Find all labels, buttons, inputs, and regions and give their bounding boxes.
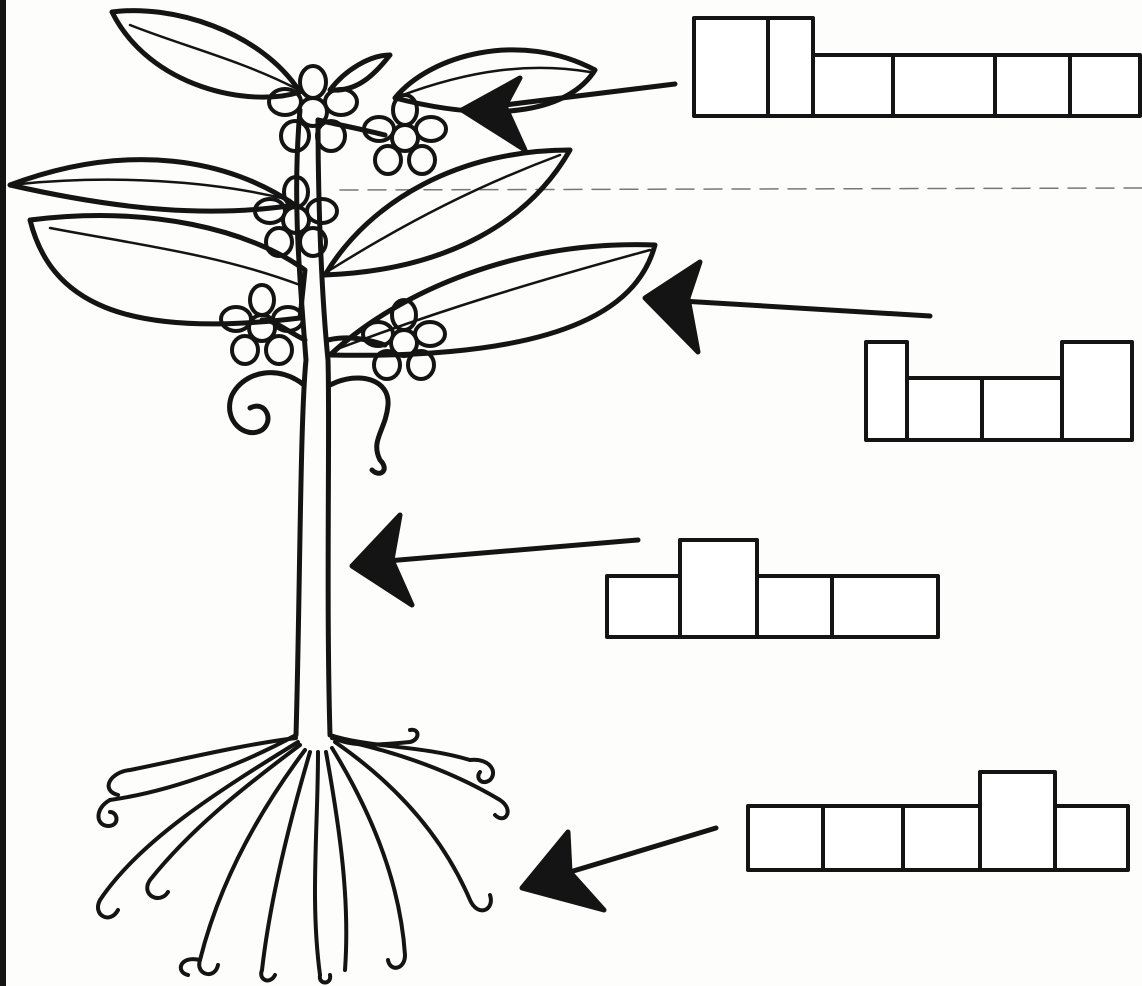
answer-boxes-flower (692, 16, 1142, 118)
letter-box[interactable] (980, 376, 1064, 442)
leaf-right-middle (322, 147, 573, 278)
letter-box[interactable] (605, 574, 682, 639)
letter-box[interactable] (746, 804, 825, 872)
letter-box[interactable] (1060, 340, 1134, 442)
arrows (349, 75, 933, 913)
letter-box[interactable] (978, 770, 1057, 872)
roots (96, 727, 510, 985)
letter-box[interactable] (678, 538, 759, 639)
letter-box[interactable] (766, 16, 815, 118)
tendril-right (327, 375, 391, 476)
leaf-top-left (109, 8, 303, 100)
flowers (219, 64, 448, 381)
flower-4 (219, 283, 305, 366)
letter-box[interactable] (811, 53, 895, 118)
arrow-to-roots (519, 825, 719, 913)
tendril-left (227, 370, 307, 435)
answer-box-groups (605, 16, 1142, 872)
letter-box[interactable] (755, 574, 834, 639)
letter-box[interactable] (891, 53, 997, 118)
letter-box[interactable] (905, 376, 984, 442)
flower-3 (253, 175, 339, 258)
letter-box[interactable] (692, 16, 770, 118)
arrow-to-leaf (642, 259, 933, 355)
letter-box[interactable] (1053, 804, 1130, 872)
letter-box[interactable] (830, 574, 940, 639)
letter-box[interactable] (864, 340, 909, 442)
arrow-to-flower (459, 75, 678, 153)
letter-box[interactable] (993, 53, 1072, 118)
fold-line (339, 187, 1142, 191)
arrow-to-stem (349, 512, 641, 608)
answer-boxes-stem (605, 538, 940, 639)
letter-box[interactable] (821, 804, 905, 872)
leaf-top-center (327, 52, 393, 93)
flower-5 (361, 298, 447, 381)
leaves (7, 8, 658, 358)
letter-box[interactable] (901, 804, 982, 872)
flower-1 (267, 64, 359, 153)
leaf-left-long (7, 157, 298, 214)
leaf-right-lower (327, 242, 658, 358)
flower-2 (362, 93, 448, 176)
leaf-left-lower (27, 213, 308, 327)
letter-box[interactable] (1068, 53, 1142, 118)
answer-boxes-roots (746, 770, 1130, 872)
answer-boxes-leaf (864, 340, 1134, 442)
